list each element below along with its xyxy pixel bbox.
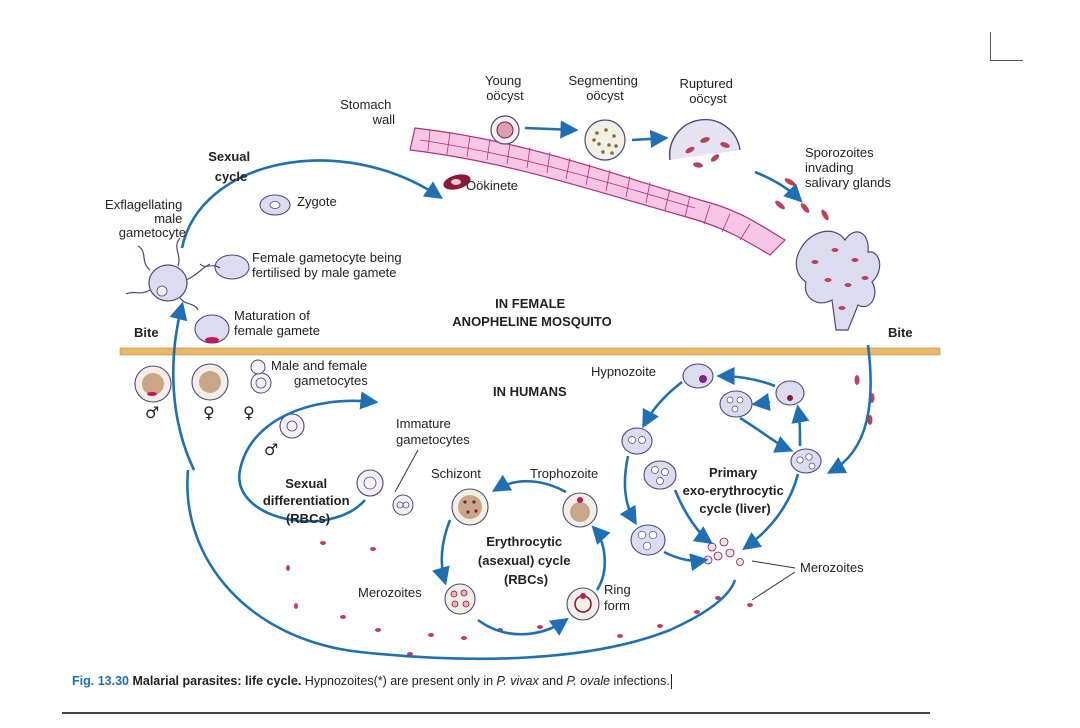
label-primary-cycle: Primary exo-erythrocytic cycle (liver): [683, 465, 788, 516]
arrow-bite-to-liver: [826, 344, 872, 474]
label-sporozoites: Sporozoites invading salivary glands: [805, 145, 891, 190]
exflagellating-male-gametocyte: [125, 237, 211, 311]
male-gametocyte-rbc: [134, 365, 172, 403]
cycle-arrows: [169, 120, 872, 661]
caption-text-a: Hypnozoites(*) are present only in: [301, 674, 497, 688]
ring-form: [566, 587, 600, 621]
liver-cell-6: [630, 524, 666, 556]
liver-cell-4: [621, 427, 653, 455]
female-gametocyte-rbc: [191, 363, 229, 401]
label-segmenting-oocyst: Segmenting oöcyst: [568, 73, 641, 103]
liver-merozoites-release: [703, 537, 744, 566]
arrow-liver-8: [663, 550, 709, 572]
arrow-ring-to-trophozoite: [591, 525, 611, 591]
schizont: [451, 488, 489, 526]
label-erythrocytic-cycle: Erythrocytic (asexual) cycle (RBCs): [478, 534, 574, 587]
maturing-female-gamete: [194, 314, 230, 344]
arrow-merozoites-to-ring: [477, 617, 569, 636]
male-symbol-1: ♂: [145, 403, 159, 422]
arrow-lower-loop: [186, 469, 737, 661]
label-bite-left: Bite: [134, 325, 159, 340]
arrow-schizont-to-merozoites: [432, 519, 452, 586]
ruptured-oocyst: [668, 119, 741, 168]
caption-species-1: P. vivax: [496, 674, 539, 688]
arrow-liver-2: [716, 366, 776, 388]
male-symbol-2: ♂: [264, 440, 278, 459]
figure-caption: Fig. 13.30 Malarial parasites: life cycl…: [72, 674, 672, 690]
label-humans-region: IN HUMANS: [493, 384, 567, 399]
label-young-oocyst: Young oöcyst: [485, 73, 525, 103]
label-immature-gametocytes: Immature gametocytes: [396, 416, 470, 447]
label-merozoites-left: Merozoites: [358, 585, 422, 600]
caption-species-2: P. ovale: [566, 674, 611, 688]
leader-merozoites-right-2: [751, 571, 796, 601]
arrow-liver-1: [791, 404, 810, 447]
arrow-sexual-cycle: [180, 159, 444, 249]
label-schizont: Schizont: [431, 466, 481, 481]
female-gametocyte-fertilised: [199, 254, 250, 280]
label-ruptured-oocyst: Ruptured oöcyst: [679, 76, 736, 106]
arrow-blood-to-bite: [169, 301, 196, 471]
liver-cell-5: [643, 460, 677, 490]
female-symbol-2: ♀: [243, 403, 255, 422]
arrow-liver-4: [751, 393, 771, 412]
label-ring-form: Ring form: [604, 582, 634, 613]
leader-immature-gametocytes: [394, 449, 419, 493]
label-ookinete: Oökinete: [466, 178, 518, 193]
arrow-liver-7: [619, 455, 637, 526]
caption-text-b: and: [538, 674, 567, 688]
arrow-trophozoite-to-schizont: [491, 474, 567, 494]
label-female-fertilised: Female gametocyte being fertilised by ma…: [252, 250, 405, 280]
arrow-liver-6: [742, 473, 800, 551]
arrow-sexual-diff-loop: [238, 391, 379, 523]
arrow-young-to-segmenting: [524, 120, 579, 139]
immature-gametocyte-1: [279, 413, 305, 439]
label-sexual-differentiation: Sexual differentiation (RBCs): [263, 476, 353, 526]
immature-gametocyte-2: [356, 469, 384, 497]
label-trophozoite: Trophozoite: [530, 466, 598, 481]
early-gametocytes: [250, 359, 272, 394]
arrow-liver-5: [673, 489, 713, 545]
label-zygote: Zygote: [297, 194, 337, 209]
arrow-liver-3: [642, 380, 683, 429]
caption-figure-number: Fig. 13.30: [72, 674, 129, 688]
label-stomach-wall: Stomach wall: [340, 97, 395, 127]
arrow-liver-9: [739, 416, 794, 453]
zygote: [259, 194, 291, 216]
label-maturation: Maturation of female gamete: [234, 308, 320, 338]
corner-crop-mark: [990, 32, 1023, 61]
stomach-wall: [409, 127, 786, 256]
label-male-female-gametocytes: Male and female gametocytes: [271, 358, 371, 388]
label-hypnozoite: Hypnozoite: [591, 364, 656, 379]
immature-gametocyte-3: [392, 494, 414, 516]
mosquito-human-boundary: [119, 347, 941, 356]
female-symbol-1: ♀: [203, 403, 215, 422]
liver-cell-3: [790, 448, 822, 474]
caption-title: Malarial parasites: life cycle.: [132, 674, 302, 688]
salivary-gland: [795, 230, 881, 331]
label-exflagellating: Exflagellating male gametocyte: [105, 197, 186, 240]
label-bite-right: Bite: [888, 325, 913, 340]
segmenting-oocyst: [584, 119, 626, 161]
ookinete: [443, 174, 471, 190]
hypnozoite-cell: [682, 363, 714, 389]
label-sexual-cycle: Sexual cycle: [208, 149, 254, 184]
liver-cell-1: [775, 380, 805, 406]
trophozoite: [562, 492, 598, 528]
label-merozoites-right: Merozoites: [800, 560, 864, 575]
caption-text-c: infections.: [610, 674, 670, 688]
text-cursor: [670, 674, 672, 690]
liver-cell-2: [719, 390, 753, 418]
arrow-segmenting-to-ruptured: [631, 129, 669, 148]
arrow-to-salivary: [754, 170, 803, 203]
young-oocyst: [490, 115, 520, 145]
merozoite-cluster-left: [444, 583, 476, 615]
leader-merozoites-right: [751, 560, 796, 569]
bottom-rule: [62, 712, 930, 714]
label-mosquito-region: IN FEMALE ANOPHELINE MOSQUITO: [452, 296, 611, 329]
